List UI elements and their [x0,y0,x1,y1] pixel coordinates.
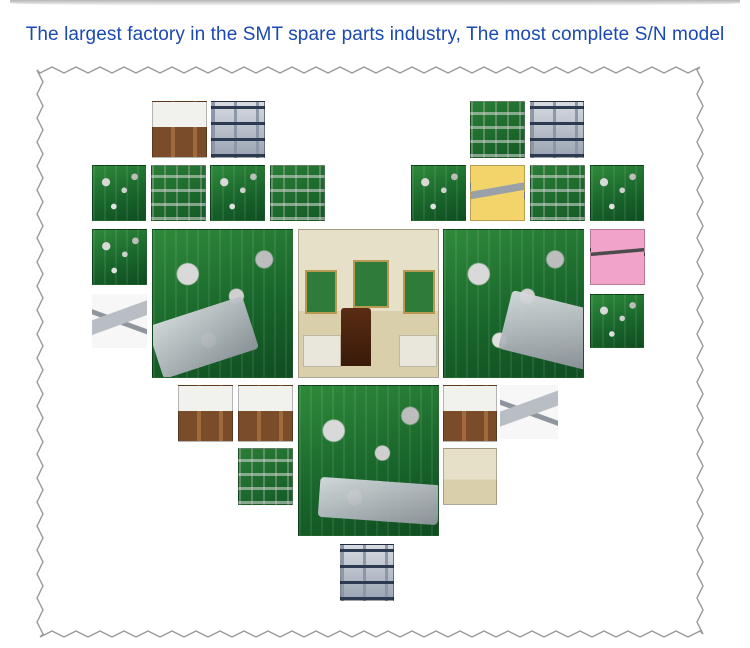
photo-tile [151,165,206,221]
photo-tile [92,229,147,285]
photo-tile [443,385,497,442]
photo-tile [470,101,525,158]
photo-tile [590,294,644,348]
top-shadow [10,0,740,6]
photo-tile-large [152,229,293,378]
wavy-frame-border [36,66,704,638]
photo-tile [500,385,558,439]
photo-tile [443,448,497,505]
photo-tile [590,165,644,221]
photo-tile [92,294,147,348]
photo-tile-large [443,229,584,378]
photo-tile [211,101,265,158]
photo-tile [411,165,466,221]
photo-tile [152,101,207,158]
photo-tile [210,165,265,221]
photo-tile [238,385,293,442]
photo-tile [92,165,146,221]
photo-tile [178,385,233,442]
photo-tile [238,448,293,505]
photo-tile-room [298,229,439,378]
photo-tile [530,165,585,221]
photo-tile [270,165,325,221]
page-headline: The largest factory in the SMT spare par… [25,24,725,45]
photo-tile [590,229,645,285]
photo-tile [470,165,525,221]
photo-tile [340,544,394,601]
photo-tile [530,101,584,158]
photo-tile-large [298,385,439,536]
